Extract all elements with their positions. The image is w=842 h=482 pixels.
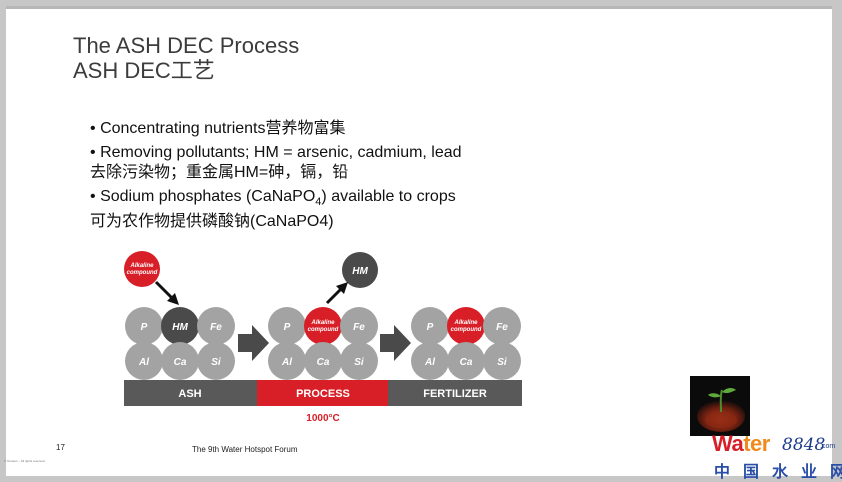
- label-ca: Ca: [460, 357, 473, 368]
- watermark-wa: Wa: [712, 431, 744, 456]
- alkaline-label-line2: compound: [308, 327, 339, 333]
- arrow-down-line: [154, 280, 174, 300]
- circle-ca: [447, 342, 485, 380]
- stage-label-fertilizer: FERTILIZER: [423, 388, 487, 400]
- stage-label-process: PROCESS: [296, 388, 350, 400]
- label-al: Al: [138, 357, 149, 368]
- stage-bar-process: [257, 380, 388, 406]
- watermark-chinese: 中国水业网: [714, 464, 842, 481]
- slide-title: The ASH DEC Process ASH DEC工艺: [73, 33, 299, 83]
- watermark-ter: ter: [743, 431, 770, 456]
- circle-si: [197, 342, 235, 380]
- sprout-illustration: [690, 376, 750, 436]
- circle-hm-removed: [342, 252, 378, 288]
- label-si: Si: [211, 357, 221, 368]
- ash-dec-process-diagram: Alkaline compound P HM Fe Al Ca Si HM P …: [124, 251, 522, 424]
- stage-fertilizer-group: P Alkaline compound Fe Al Ca Si: [411, 307, 521, 380]
- circle-alkaline-compound: [447, 307, 485, 345]
- circle-al: [125, 342, 163, 380]
- bullet-dot: •: [90, 143, 96, 161]
- watermark-number: 8848: [782, 435, 826, 455]
- watermark-logo-text: Water: [712, 432, 770, 456]
- label-fe: Fe: [210, 322, 222, 333]
- circle-fe: [197, 307, 235, 345]
- alkaline-label-line1: Alkaline: [310, 320, 335, 326]
- bullet-dot: •: [90, 187, 96, 205]
- water8848-watermark: Water 8848 .com 中国水业网: [712, 432, 842, 482]
- fertilizer-sprout-image: [690, 376, 750, 436]
- circle-al: [411, 342, 449, 380]
- stage-bar-fertilizer: [388, 380, 522, 406]
- bullet-text-pre: Sodium phosphates (CaNaPO: [100, 187, 316, 205]
- alkaline-label-line2: compound: [127, 270, 158, 276]
- bullet-sodium: • Sodium phosphates (CaNaPO4) available …: [90, 187, 462, 213]
- circle-p: [411, 307, 449, 345]
- label-al: Al: [424, 357, 435, 368]
- stage-process-group: HM P Alkaline compound Fe Al Ca Si: [268, 252, 378, 380]
- bullet-subscript: 4: [315, 195, 322, 208]
- circle-fe: [483, 307, 521, 345]
- alkaline-label-line1: Alkaline: [129, 263, 154, 269]
- label-fe: Fe: [496, 322, 508, 333]
- label-p: P: [141, 322, 148, 333]
- title-line-english: The ASH DEC Process: [73, 33, 300, 58]
- arrow-down-head: [167, 293, 179, 305]
- alkaline-label-line2: compound: [451, 327, 482, 333]
- stage-arrow-2: [380, 325, 411, 361]
- label-p: P: [284, 322, 291, 333]
- label-si: Si: [354, 357, 364, 368]
- circle-al: [268, 342, 306, 380]
- bullet-removing: • Removing pollutants; HM = arsenic, cad…: [90, 143, 462, 164]
- circle-ca: [161, 342, 199, 380]
- label-si: Si: [497, 357, 507, 368]
- arrow-up-line: [325, 287, 343, 305]
- bullet-removing-cn: 去除污染物；重金属HM=砷，镉，铅: [90, 164, 349, 181]
- circle-alkaline-compound: [304, 307, 342, 345]
- label-p: P: [427, 322, 434, 333]
- bullet-text-post: ) available to crops: [321, 187, 456, 205]
- label-ca: Ca: [174, 357, 187, 368]
- stage-arrow-1: [238, 325, 269, 361]
- circle-fe: [340, 307, 378, 345]
- page-number: 17: [56, 443, 65, 452]
- circle-p: [268, 307, 306, 345]
- bullet-sodium-cn: 可为农作物提供磷酸钠(CaNaPO4): [90, 213, 334, 231]
- label-hm: HM: [172, 322, 188, 333]
- watermark-com: .com: [820, 443, 836, 450]
- stage-bar-ash: [124, 380, 257, 406]
- process-temperature: 1000°C: [306, 413, 339, 424]
- bullet-text: Removing pollutants; HM = arsenic, cadmi…: [100, 143, 462, 161]
- label-ca: Ca: [317, 357, 330, 368]
- circle-ca: [304, 342, 342, 380]
- circle-si: [340, 342, 378, 380]
- copyright-notice: © Outotec – All rights reserved: [4, 459, 45, 463]
- footer-forum-name: The 9th Water Hotspot Forum: [192, 445, 298, 454]
- bullet-dot: •: [90, 120, 96, 137]
- bullet-concentrating: • Concentrating nutrients营养物富集: [90, 119, 462, 140]
- circle-hm: [161, 307, 199, 345]
- bullet-list: • Concentrating nutrients营养物富集 • Removin…: [90, 119, 462, 233]
- title-line-chinese: ASH DEC工艺: [73, 58, 215, 83]
- label-hm-removed: HM: [352, 266, 368, 277]
- alkaline-label-line1: Alkaline: [453, 320, 478, 326]
- stage-ash-group: Alkaline compound P HM Fe Al Ca Si: [124, 251, 235, 380]
- arrow-up-head: [336, 282, 348, 294]
- stage-label-ash: ASH: [178, 388, 201, 400]
- circle-si: [483, 342, 521, 380]
- label-fe: Fe: [353, 322, 365, 333]
- bullet-text: Concentrating nutrients营养物富集: [100, 120, 346, 137]
- label-al: Al: [281, 357, 292, 368]
- alkaline-compound-input: [124, 251, 160, 287]
- circle-p: [125, 307, 163, 345]
